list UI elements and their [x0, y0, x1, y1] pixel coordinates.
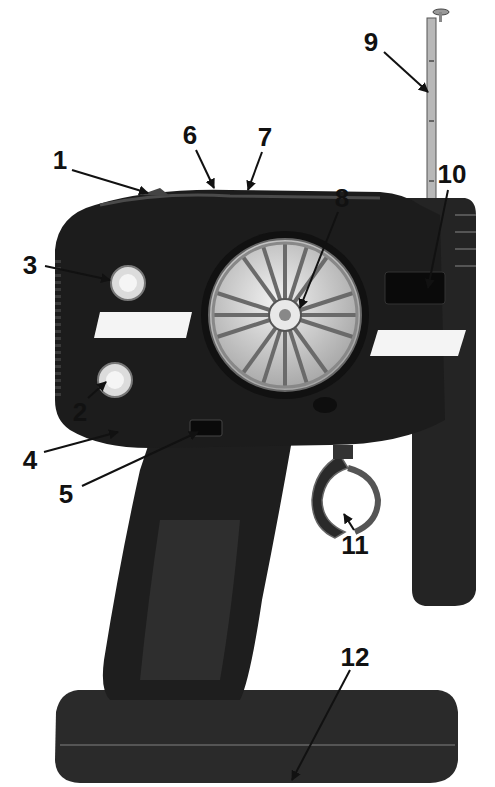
- callout-number: 7: [258, 124, 272, 150]
- stand-base: [55, 690, 458, 783]
- wheel-hub: [269, 299, 301, 331]
- leader-lines: [44, 52, 448, 780]
- wheel-spokes: [213, 243, 357, 387]
- trim-knob: [111, 266, 145, 300]
- callout-number: 9: [364, 29, 378, 55]
- callout-number: 2: [73, 399, 87, 425]
- indicator-slot: [385, 272, 445, 304]
- callout-number: 4: [23, 447, 37, 473]
- callout-number: 3: [23, 252, 37, 278]
- grip-handle: [103, 440, 292, 700]
- throttle-trigger: [312, 455, 348, 538]
- decal-strip: [94, 312, 192, 338]
- throttle-trigger: [348, 468, 378, 532]
- callout-number: 8: [335, 185, 349, 211]
- callout-number: 1: [53, 147, 67, 173]
- transmitter-body: [55, 190, 445, 448]
- callout-number: 10: [438, 161, 467, 187]
- callout-number: 5: [59, 481, 73, 507]
- decal-strip: [370, 330, 466, 356]
- callout-number: 12: [341, 644, 370, 670]
- steering-wheel-tire: [201, 231, 369, 399]
- callout-number: 6: [183, 122, 197, 148]
- trim-knob: [98, 363, 132, 397]
- callout-number: 11: [341, 532, 369, 558]
- steering-wheel: [209, 239, 361, 391]
